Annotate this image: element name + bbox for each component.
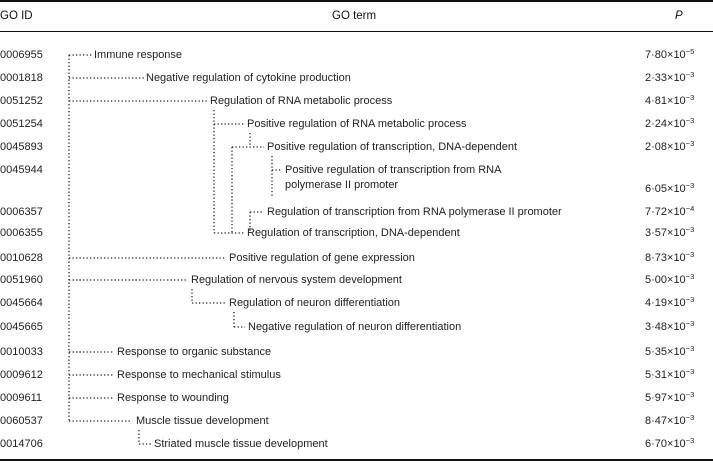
- p-value-cell: 8·47×10−3: [645, 413, 695, 427]
- p-value-cell: 5·97×10−3: [645, 390, 695, 404]
- go-term-cell: Positive regulation of transcription fro…: [285, 164, 502, 176]
- go-term-cell: Negative regulation of neuron differenti…: [248, 321, 462, 333]
- go-id-cell: 0009612: [0, 369, 43, 381]
- go-term-cell: Regulation of transcription, DNA-depende…: [247, 227, 460, 239]
- p-value-cell: 6·70×10−3: [645, 436, 695, 450]
- p-value-cell: 5·31×10−3: [645, 367, 695, 381]
- go-term-cell: Negative regulation of cytokine producti…: [146, 72, 351, 84]
- go-term-cell: Muscle tissue development: [136, 415, 269, 427]
- p-value-cell: 6·05×10−3: [645, 181, 695, 195]
- go-id-cell: 0045893: [0, 141, 43, 153]
- go-id-cell: 0006355: [0, 227, 43, 239]
- go-term-cell: Response to wounding: [117, 392, 229, 404]
- go-id-cell: 0014706: [0, 438, 43, 450]
- go-term-cell: Response to mechanical stimulus: [117, 369, 281, 381]
- go-term-cell: Positive regulation of RNA metabolic pro…: [247, 118, 467, 130]
- go-id-cell: 0045944: [0, 164, 43, 176]
- p-value-cell: 2·24×10−3: [645, 116, 695, 130]
- go-id-cell: 0060537: [0, 415, 43, 427]
- p-value-cell: 5·35×10−3: [645, 344, 695, 358]
- header-go-term: GO term: [332, 10, 377, 22]
- header-rule: [0, 31, 713, 32]
- go-id-cell: 0010628: [0, 252, 43, 264]
- bottom-rule: [0, 459, 713, 461]
- p-value-cell: 3·48×10−3: [645, 319, 695, 333]
- go-id-cell: 0051252: [0, 95, 43, 107]
- go-term-cell: Response to organic substance: [117, 346, 272, 358]
- go-term-cell: Striated muscle tissue development: [154, 438, 328, 450]
- p-value-cell: 4·19×10−3: [645, 295, 695, 309]
- go-term-cell: Regulation of RNA metabolic process: [210, 95, 393, 107]
- p-value-cell: 4·81×10−3: [645, 93, 695, 107]
- go-id-cell: 0051254: [0, 118, 43, 130]
- go-id-cell: 0009611: [0, 392, 43, 404]
- go-id-cell: 0045665: [0, 321, 43, 333]
- go-term-cell: Positive regulation of gene expression: [229, 252, 415, 264]
- go-term-cell: Regulation of neuron differentiation: [229, 297, 401, 309]
- p-value-cell: 2·08×10−3: [645, 139, 695, 153]
- p-value-cell: 8·73×10−3: [645, 250, 695, 264]
- go-id-cell: 0051960: [0, 274, 43, 286]
- header-p: P: [675, 10, 683, 22]
- p-value-cell: 7·72×10−4: [645, 204, 695, 218]
- p-value-cell: 2·33×10−3: [645, 70, 695, 84]
- go-id-cell: 0006955: [0, 49, 43, 61]
- p-value-cell: 3·57×10−3: [645, 225, 695, 239]
- top-rule: [0, 0, 713, 2]
- go-id-cell: 0001818: [0, 72, 43, 84]
- go-id-cell: 0010033: [0, 346, 43, 358]
- go-id-cell: 0006357: [0, 206, 43, 218]
- go-term-cell-continued: polymerase II promoter: [285, 179, 399, 191]
- header-go-id: GO ID: [0, 10, 33, 22]
- go-term-cell: Immune response: [94, 49, 183, 61]
- go-term-cell: Positive regulation of transcription, DN…: [267, 141, 518, 153]
- go-id-cell: 0045664: [0, 297, 43, 309]
- p-value-cell: 5·00×10−3: [645, 272, 695, 286]
- go-term-cell: Regulation of transcription from RNA pol…: [267, 206, 562, 218]
- p-value-cell: 7·80×10−5: [645, 47, 695, 61]
- go-term-cell: Regulation of nervous system development: [191, 274, 402, 286]
